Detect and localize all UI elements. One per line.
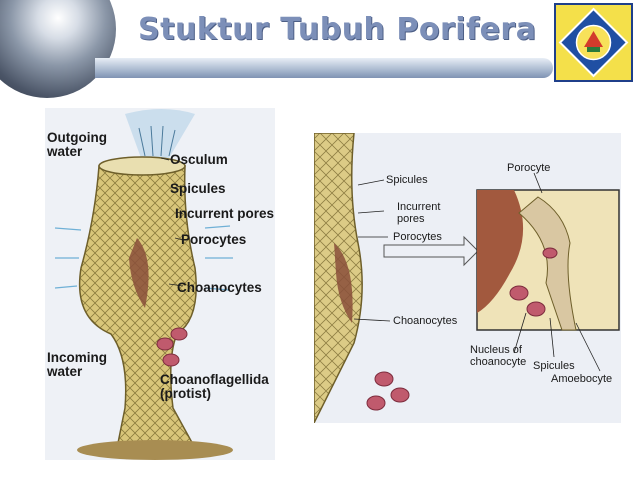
label-right-choanocytes: Choanocytes — [393, 315, 458, 327]
label-choanocytes: Choanocytes — [177, 280, 262, 295]
label-porocytes: Porocytes — [181, 232, 247, 247]
label-incurrent-pores: Incurrent pores — [175, 206, 275, 221]
label-right-incurrent-pores: Incurrent pores — [397, 201, 441, 225]
label-osculum: Osculum — [170, 152, 228, 167]
label-choanoflagellida: Choanoflagellida (protist) — [160, 372, 269, 402]
right-sponge-detail-diagram — [314, 133, 621, 423]
label-right-spicules: Spicules — [386, 174, 428, 186]
label-right-porocytes: Porocytes — [393, 231, 442, 243]
label-porocyte: Porocyte — [507, 162, 551, 174]
globe-decoration — [0, 0, 116, 98]
title-bar — [95, 58, 553, 78]
label-incoming-water: Incoming water — [47, 350, 107, 380]
left-sponge-diagram — [45, 108, 275, 460]
school-emblem-icon — [554, 3, 633, 82]
label-spicules: Spicules — [170, 181, 226, 196]
label-amoebocyte: Amoebocyte — [551, 373, 613, 385]
label-spicules-detail: Spicules — [533, 360, 575, 372]
slide-title: Stuktur Tubuh Porifera — [138, 12, 537, 47]
label-outgoing-water: Outgoing water — [47, 130, 107, 160]
label-nucleus-of-choanocyte: Nucleus of choanocyte — [470, 344, 527, 368]
